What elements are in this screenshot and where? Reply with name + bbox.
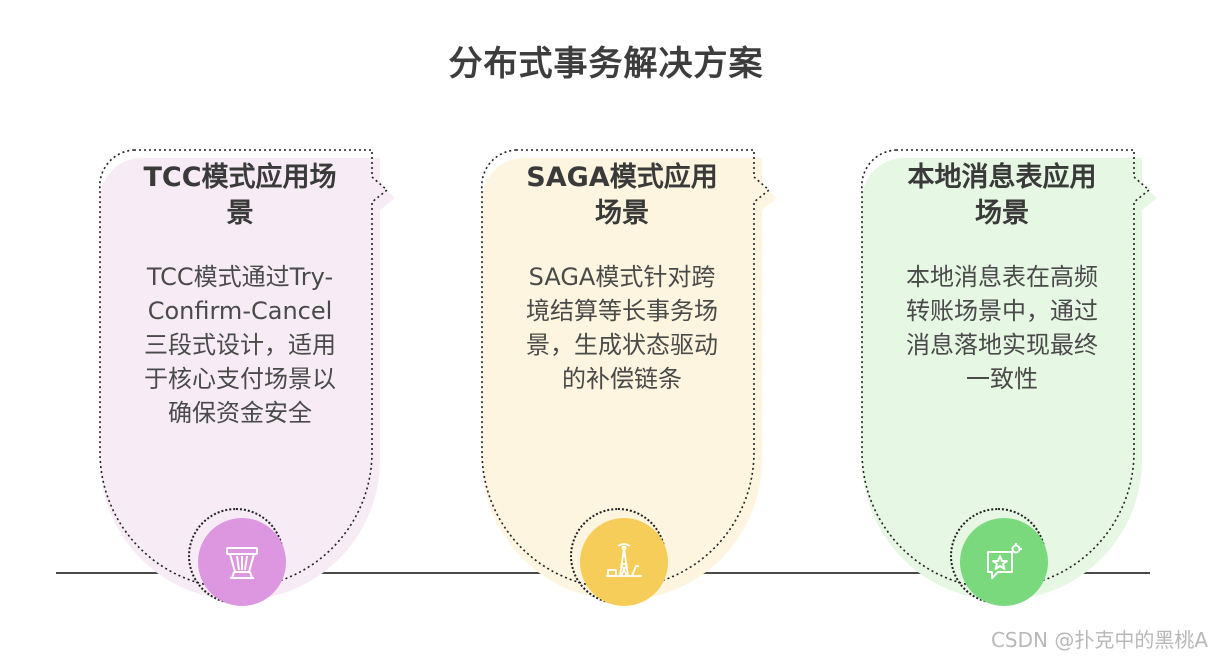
card-body-line: TCC模式通过Try- [146, 263, 334, 291]
card-body-line: 一致性 [966, 365, 1038, 393]
card-body: TCC模式通过Try- Confirm-Cancel 三段式设计，适用 于核心支… [130, 260, 350, 430]
card-title-line: 场景 [975, 198, 1029, 229]
card-title-line: 景 [226, 198, 254, 229]
marker-local-message-table [960, 518, 1048, 606]
marker-tcc [198, 518, 286, 606]
card-title-line: SAGA模式应用 [526, 162, 718, 193]
marker-saga [580, 518, 668, 606]
card-body-line: 三段式设计，适用 [144, 331, 336, 359]
card-title-line: TCC模式应用场 [143, 162, 337, 193]
card-body-line: 确保资金安全 [168, 399, 312, 427]
card-body-line: Confirm-Cancel [147, 297, 333, 325]
card-body-line: 消息落地实现最终 [906, 331, 1098, 359]
card-body: 本地消息表在高频 转账场景中，通过 消息落地实现最终 一致性 [892, 260, 1112, 396]
card-title-line: 本地消息表应用 [907, 162, 1097, 193]
card-body-line: 境结算等长事务场 [526, 297, 718, 325]
diagram-title: 分布式事务解决方案 [448, 44, 764, 84]
card-title-line: 场景 [595, 198, 649, 229]
card-body-line: 本地消息表在高频 [906, 263, 1098, 291]
basket-icon [226, 547, 258, 579]
card-title: SAGA模式应用 场景 [512, 160, 732, 232]
card-body-line: SAGA模式针对跨 [528, 263, 716, 291]
card-shape [98, 149, 395, 600]
card-title: 本地消息表应用 场景 [892, 160, 1112, 232]
card-shape [480, 149, 777, 600]
card-body-line: 景，生成状态驱动 [526, 331, 718, 359]
card-body: SAGA模式针对跨 境结算等长事务场 景，生成状态驱动 的补偿链条 [512, 260, 732, 396]
card-shape [860, 149, 1157, 600]
card-saga: SAGA模式应用 场景 SAGA模式针对跨 境结算等长事务场 景，生成状态驱动 … [480, 149, 782, 610]
card-tcc: TCC模式应用场 景 TCC模式通过Try- Confirm-Cancel 三段… [98, 149, 400, 610]
star-message-icon [987, 543, 1022, 579]
card-body-line: 转账场景中，通过 [906, 297, 1098, 325]
card-local-message-table: 本地消息表应用 场景 本地消息表在高频 转账场景中，通过 消息落地实现最终 一致… [860, 149, 1162, 610]
oil-rig-icon [606, 543, 642, 577]
card-body-line: 的补偿链条 [562, 365, 682, 393]
watermark: CSDN @扑克中的黑桃A [990, 628, 1208, 652]
card-body-line: 于核心支付场景以 [144, 365, 336, 393]
card-title: TCC模式应用场 景 [130, 160, 350, 232]
